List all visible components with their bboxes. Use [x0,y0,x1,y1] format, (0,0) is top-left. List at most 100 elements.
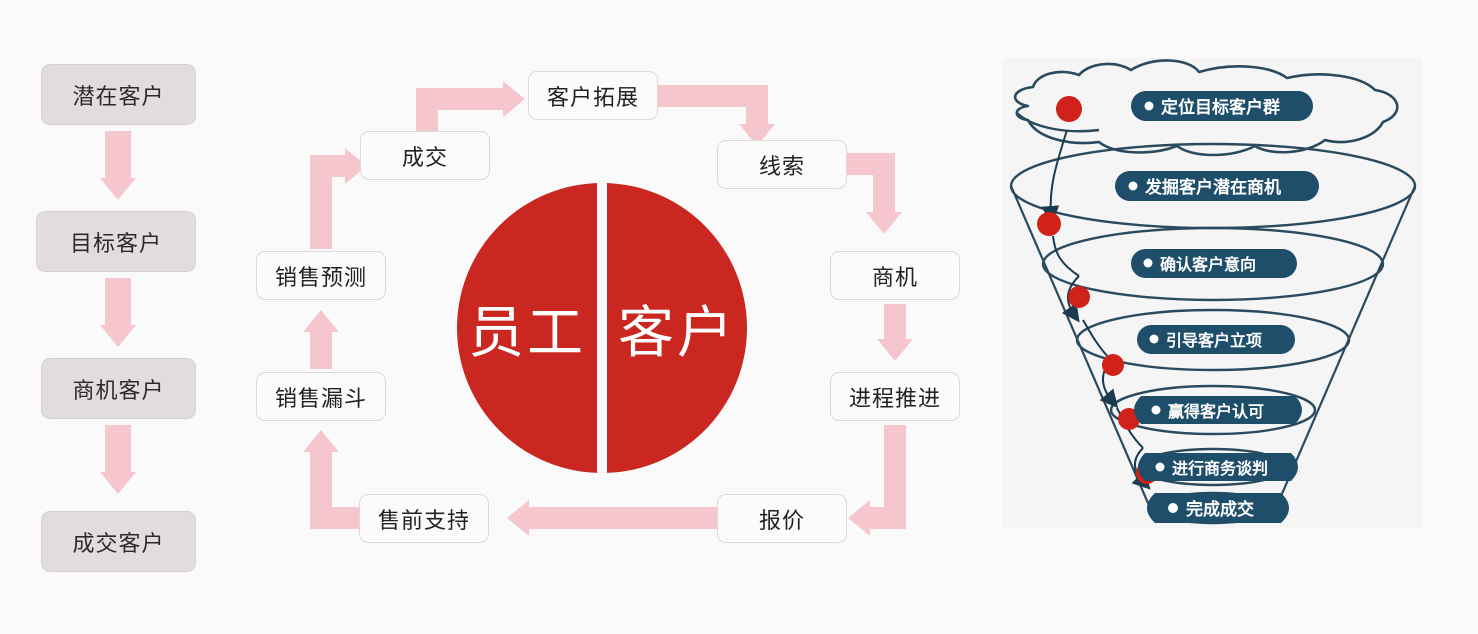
funnel-stage-3: 确认客户意向 [1131,249,1297,278]
arrow-expansion-to-lead-vertical [746,85,768,127]
funnel-stage-7-label: 完成成交 [1186,499,1254,519]
arrow-funnel-to-forecast-head [303,310,339,332]
arrow-forecast-to-deal-horizontal [310,155,350,177]
arrow-forecast-to-deal-vertical [310,155,332,249]
funnel-stage-1: 定位目标客户群 [1131,91,1313,121]
funnel-stage-2-label: 发掘客户潜在商机 [1144,177,1281,197]
funnel-stage-7-bullet [1168,503,1178,513]
cycle-node-lead: 线索 [717,140,847,189]
cycle-node-customer-expansion-label: 客户拓展 [546,84,639,110]
arrow-opportunity-to-process-head [877,339,913,361]
ladder-step-1-label: 潜在客户 [72,83,165,109]
funnel-stage-4-label: 引导客户立项 [1166,331,1262,350]
cycle-node-process-advance: 进程推进 [830,372,960,421]
funnel-stage-6: 进行商务谈判 [1138,453,1298,481]
ladder-arrow-1-shaft [105,131,131,181]
ladder-arrow-2-head [100,325,136,347]
funnel-stage-1-pill [1131,91,1313,121]
ladder-step-2-label: 目标客户 [69,230,162,256]
arrow-process-to-quote-horizontal [866,507,906,529]
cycle-node-presales-support: 售前支持 [359,494,489,543]
cycle-node-opportunity: 商机 [830,251,960,300]
arrow-funnel-to-forecast-shaft [310,331,332,369]
arrow-expansion-to-lead-horizontal [658,85,768,107]
cycle-node-sales-funnel-label: 销售漏斗 [274,385,367,411]
funnel-dot-2 [1037,212,1061,236]
circle-divider [597,183,607,473]
funnel-stage-6-pill [1138,453,1298,481]
ladder-step-2: 目标客户 [36,211,196,272]
ladder-step-4: 成交客户 [41,511,196,572]
ladder-arrow-1-head [100,178,136,200]
cycle-node-sales-forecast-label: 销售预测 [274,264,367,290]
funnel-stage-4-pill [1137,325,1295,354]
circle-left-half: 员工 [457,183,597,473]
arrow-lead-to-opportunity-vertical [873,153,895,215]
arrow-presales-to-funnel-head [303,430,339,452]
arrow-lead-to-opportunity-head [866,212,902,234]
funnel-stage-5: 赢得客户认可 [1134,396,1302,424]
funnel-level-ring-4 [1075,308,1351,372]
circle-customer-label: 客户 [618,300,736,364]
funnel-cloud-outline [1013,59,1399,157]
cycle-node-sales-forecast: 销售预测 [256,251,386,300]
funnel-stage-3-bullet [1143,258,1153,268]
cycle-node-quotation-label: 报价 [758,507,805,533]
funnel-spiral-segment-3 [1061,275,1080,323]
funnel-dot-1 [1056,96,1082,122]
ladder-step-4-label: 成交客户 [72,530,165,556]
funnel-stage-5-label: 赢得客户认可 [1168,402,1264,421]
ladder-step-3: 商机客户 [41,358,196,419]
funnel-level-ring-3 [1041,226,1385,302]
cycle-node-deal-closed: 成交 [360,131,490,180]
cycle-node-customer-expansion: 客户拓展 [528,71,658,120]
funnel-spiral-segment-2 [1052,235,1080,277]
ladder-step-1: 潜在客户 [41,64,196,125]
funnel-stage-2-pill [1115,171,1319,201]
sales-funnel-illustration: 定位目标客户群 发掘客户潜在商机 确认客户意向 引导客户立项 赢得客户认 [1003,58,1422,528]
funnel-stage-4-bullet [1149,334,1159,344]
funnel-stage-5-pill [1134,396,1302,424]
funnel-stage-1-bullet [1144,101,1154,111]
arrow-quote-to-presales-head [507,500,529,536]
funnel-stage-7: 完成成交 [1147,493,1289,523]
funnel-stage-1-label: 定位目标客户群 [1161,97,1280,117]
funnel-dot-4 [1102,354,1124,376]
cycle-node-presales-support-label: 售前支持 [377,507,470,533]
funnel-dot-3 [1068,286,1090,308]
funnel-stage-6-label: 进行商务谈判 [1172,459,1268,478]
funnel-stage-4: 引导客户立项 [1137,325,1295,354]
arrow-quote-to-presales-shaft [528,507,718,529]
ladder-arrow-3-shaft [105,425,131,475]
arrow-opportunity-to-process-shaft [884,304,906,342]
circle-right-half: 客户 [607,183,747,473]
funnel-spiral-segment-4 [1082,319,1112,361]
funnel-stage-2: 发掘客户潜在商机 [1115,171,1319,201]
cycle-node-lead-label: 线索 [758,153,805,179]
circle-employee-label: 员工 [468,300,586,364]
arrow-process-to-quote-head [848,500,870,536]
arrow-process-to-quote-vertical [884,425,906,529]
cycle-node-quotation: 报价 [717,494,847,543]
arrow-deal-to-expansion-horizontal [416,88,506,110]
cycle-node-sales-funnel: 销售漏斗 [256,372,386,421]
funnel-stage-2-bullet [1128,181,1138,191]
funnel-stage-3-pill [1131,249,1297,278]
ladder-arrow-2-shaft [105,278,131,328]
funnel-stage-6-bullet [1155,462,1165,472]
funnel-stage-7-pill [1147,493,1289,523]
funnel-stage-3-label: 确认客户意向 [1160,255,1256,274]
funnel-level-ring-5 [1109,384,1317,436]
ladder-arrow-3-head [100,472,136,494]
arrow-deal-to-expansion-head [503,81,525,117]
employee-customer-circle: 员工 客户 [457,183,747,473]
cycle-node-opportunity-label: 商机 [871,264,918,290]
ladder-step-3-label: 商机客户 [72,377,165,403]
funnel-cloud-inner-line [1016,112,1100,133]
arrow-presales-to-funnel-vertical [310,452,332,529]
cycle-node-deal-closed-label: 成交 [401,144,448,170]
funnel-spiral-segment-1 [1041,129,1068,224]
funnel-stage-5-bullet [1151,405,1161,415]
cycle-node-process-advance-label: 进程推进 [848,385,941,411]
